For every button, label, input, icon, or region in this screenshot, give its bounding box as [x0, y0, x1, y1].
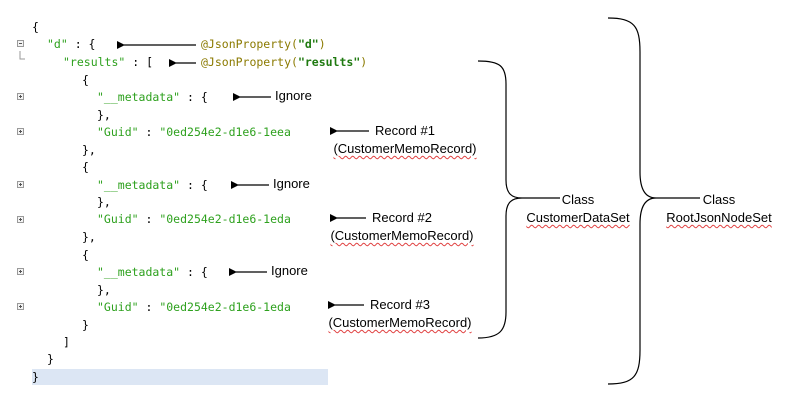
json-property-d: @JsonProperty("d") [201, 37, 326, 51]
brace-root-json-node-set [607, 17, 657, 385]
item-open: { [82, 73, 89, 87]
metadata-close: }, [97, 195, 111, 209]
guid-sep: : [138, 125, 160, 139]
record-label-3: Record #3 (CustomerMemoRecord) [328, 297, 472, 330]
d-key: "d" [47, 37, 68, 51]
record-label-1: Record #1 (CustomerMemoRecord) [333, 123, 477, 156]
metadata-sep: : { [180, 265, 208, 279]
ignore-label: Ignore [275, 88, 312, 103]
json-d-line: "d" : { [47, 37, 95, 51]
ignore-label: Ignore [271, 263, 308, 278]
metadata-key: "__metadata" [97, 178, 181, 192]
metadata-line: "__metadata" : { [97, 178, 208, 192]
collapse-icon[interactable] [17, 40, 24, 47]
ignore-label: Ignore [273, 176, 310, 191]
guid-line: "Guid" : "0ed254e2-d1e6-1eda [97, 300, 291, 314]
metadata-sep: : { [180, 90, 208, 104]
array-close: ] [63, 335, 70, 349]
guid-key: "Guid" [97, 212, 139, 226]
results-key: "results" [63, 55, 126, 69]
guid-value: "0ed254e2-d1e6-1eda [159, 212, 291, 226]
item-close: }, [82, 230, 96, 244]
class-label-root-json-node-set: Class RootJsonNodeSet [666, 192, 772, 225]
guid-key: "Guid" [97, 300, 139, 314]
item-close: }, [82, 143, 96, 157]
results-sep: : [ [125, 55, 154, 69]
guid-line: "Guid" : "0ed254e2-d1e6-1eda [97, 212, 291, 226]
metadata-sep: : { [180, 178, 208, 192]
item-close: } [82, 318, 89, 332]
d-sep: : { [67, 37, 96, 51]
metadata-key: "__metadata" [97, 90, 181, 104]
guid-value: "0ed254e2-d1e6-1eea [159, 125, 291, 139]
expand-icon[interactable] [17, 93, 24, 100]
record-label-2: Record #2 (CustomerMemoRecord) [330, 210, 474, 243]
fold-guide-icon [19, 51, 25, 60]
metadata-line: "__metadata" : { [97, 90, 208, 104]
guid-line: "Guid" : "0ed254e2-d1e6-1eea [97, 125, 291, 139]
class-label-customer-data-set: Class CustomerDataSet [526, 192, 630, 225]
item-open: { [82, 160, 89, 174]
expand-icon[interactable] [17, 181, 24, 188]
json-root-open: { [32, 20, 39, 34]
expand-icon[interactable] [17, 268, 24, 275]
expand-icon[interactable] [17, 303, 24, 310]
brace-customer-data-set [477, 60, 523, 339]
root-close: } [32, 370, 39, 384]
item-open: { [82, 248, 89, 262]
guid-key: "Guid" [97, 125, 139, 139]
d-close: } [47, 352, 54, 366]
guid-value: "0ed254e2-d1e6-1eda [159, 300, 291, 314]
metadata-key: "__metadata" [97, 265, 181, 279]
metadata-close: }, [97, 108, 111, 122]
selected-line-highlight [32, 369, 328, 385]
guid-sep: : [138, 300, 160, 314]
metadata-close: }, [97, 283, 111, 297]
json-results-line: "results" : [ [63, 55, 153, 69]
json-property-results: @JsonProperty("results") [201, 55, 368, 69]
metadata-line: "__metadata" : { [97, 265, 208, 279]
expand-icon[interactable] [17, 216, 24, 223]
expand-icon[interactable] [17, 128, 24, 135]
guid-sep: : [138, 212, 160, 226]
